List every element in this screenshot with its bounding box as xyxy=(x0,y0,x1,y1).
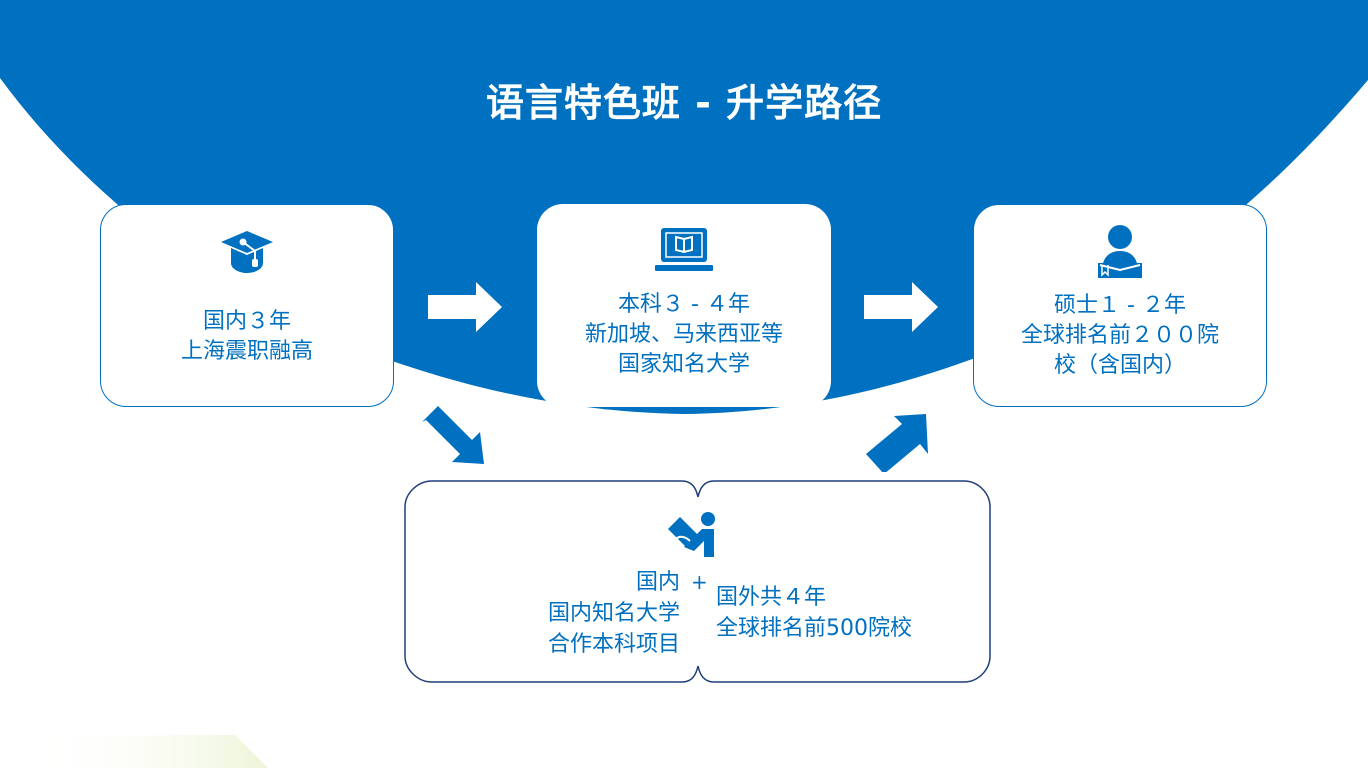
bottom-left-text: 国内 国内知名大学 合作本科项目 xyxy=(500,567,680,660)
graduation-cap-icon xyxy=(219,227,275,279)
person-reading-icon xyxy=(1096,223,1144,283)
card-bachelor-text: 本科３ - ４年 新加坡、马来西亚等 国家知名大学 xyxy=(537,290,831,380)
card-domestic-text: 国内３年 上海震职融高 xyxy=(101,307,393,367)
bottom-right-line: 国外共４年 xyxy=(716,585,827,610)
card-domestic: 国内３年 上海震职融高 xyxy=(100,204,394,407)
card-master-line: 硕士１ - ２年 xyxy=(1054,293,1186,318)
page-title: 语言特色班 - 升学路径 xyxy=(485,81,883,125)
card-master-text: 硕士１ - ２年 全球排名前２００院 校（含国内） xyxy=(974,291,1266,381)
reader-book-icon xyxy=(666,511,720,561)
decorative-footer-shape xyxy=(25,735,268,768)
bottom-left-line: 国内知名大学 xyxy=(547,601,680,626)
arrow-down-right-icon xyxy=(422,406,484,464)
arrow-right-icon xyxy=(864,282,938,332)
card-bachelor-line: 新加坡、马来西亚等 xyxy=(584,322,783,347)
laptop-book-icon xyxy=(655,226,713,278)
card-bachelor-line: 本科３ - ４年 xyxy=(618,292,750,317)
bottom-right-text: 国外共４年 全球排名前500院校 xyxy=(716,582,912,644)
card-bachelor-line: 国家知名大学 xyxy=(617,352,750,377)
card-master-line: 全球排名前２００院 xyxy=(1020,323,1219,348)
bottom-right-line: 全球排名前500院校 xyxy=(716,616,912,641)
plus-sign: + xyxy=(691,570,708,594)
arrow-up-right-icon xyxy=(866,414,928,472)
card-master: 硕士１ - ２年 全球排名前２００院 校（含国内） xyxy=(973,204,1267,407)
card-domestic-line: 国内３年 xyxy=(202,309,291,334)
arrow-right-icon xyxy=(428,282,502,332)
bottom-left-line: 合作本科项目 xyxy=(547,632,680,657)
card-master-line: 校（含国内） xyxy=(1053,353,1186,378)
card-bachelor: 本科３ - ４年 新加坡、马来西亚等 国家知名大学 xyxy=(537,204,831,407)
card-domestic-line: 上海震职融高 xyxy=(180,339,313,364)
bottom-left-line: 国内 xyxy=(635,570,680,595)
